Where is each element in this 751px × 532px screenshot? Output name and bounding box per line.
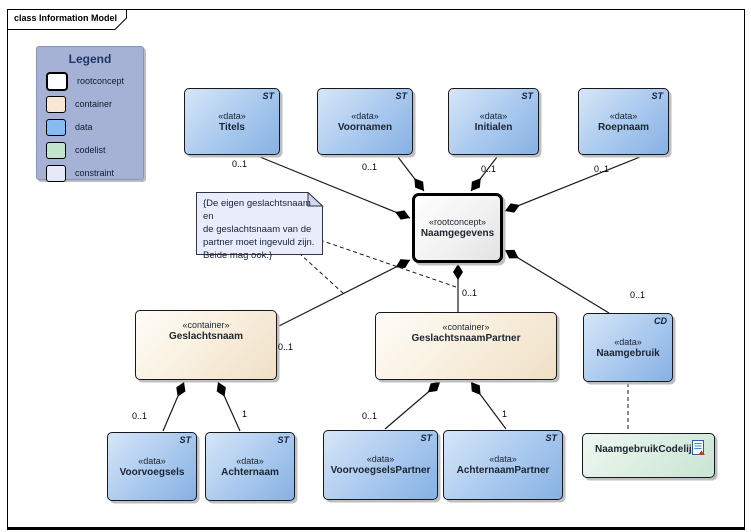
codelist-document-icon [692, 440, 705, 455]
node-stereotype: «container» [442, 322, 490, 332]
node-stereotype: «data» [489, 454, 517, 464]
node-roepnaam[interactable]: ST «data» Roepnaam [578, 88, 669, 155]
node-naamgegevens[interactable]: «rootconcept» Naamgegevens [412, 193, 503, 263]
node-name: NaamgebruikCodelijst [595, 444, 701, 455]
multiplicity-naamgebruik: 0..1 [630, 290, 646, 300]
node-geslachtsnaampartner[interactable]: «container» GeslachtsnaamPartner [375, 312, 557, 380]
node-stereotype: «data» [609, 110, 638, 121]
association-achternaampartner-geslachtsnaampartner[interactable] [470, 381, 507, 430]
legend-item-label: codelist [75, 145, 106, 155]
node-stereotype: «container» [182, 320, 230, 330]
node-name: Titels [219, 121, 245, 133]
association-geslachtsnaam-naamgegevens[interactable] [276, 259, 411, 328]
association-voorvoegselspartner-geslachtsnaampartner[interactable] [384, 381, 441, 430]
multiplicity-initialen: 0..1 [481, 164, 497, 174]
stereotype-letter-badge: ST [651, 91, 663, 101]
legend-item-label: data [75, 122, 93, 132]
node-name: GeslachtsnaamPartner [411, 333, 521, 344]
constraint-link-geslachtsnaam[interactable] [298, 252, 345, 295]
stereotype-letter-badge: CD [654, 316, 667, 326]
node-name: Geslachtsnaam [169, 331, 243, 342]
association-voornamen-naamgegevens[interactable] [397, 156, 425, 192]
legend-item-rootconcept: rootconcept [46, 71, 143, 91]
multiplicity-voorvoegselspartner: 0..1 [362, 411, 378, 421]
node-titels[interactable]: ST «data» Titels [184, 88, 280, 155]
association-titels-naamgegevens[interactable] [259, 156, 411, 220]
legend-item-constraint: constraint [46, 164, 143, 182]
node-name: Naamgegevens [420, 228, 495, 239]
node-initialen[interactable]: ST «data» Initialen [448, 88, 539, 155]
node-name: Naamgebruik [596, 347, 660, 359]
stereotype-letter-badge: ST [277, 435, 289, 445]
node-stereotype: «data» [366, 454, 395, 464]
multiplicity-titels: 0..1 [232, 159, 248, 169]
constraint-swatch [46, 164, 66, 182]
legend-item-label: constraint [75, 168, 115, 178]
stereotype-letter-badge: ST [545, 433, 557, 443]
rootconcept-swatch [46, 71, 68, 91]
legend-item-data: data [46, 118, 143, 136]
legend-item-codelist: codelist [46, 141, 143, 159]
node-stereotype: «data» [236, 455, 264, 466]
node-stereotype: «data» [138, 455, 166, 466]
multiplicity-roepnaam: 0..1 [594, 164, 610, 174]
node-stereotype: «data» [479, 110, 508, 121]
node-achternaam[interactable]: ST «data» Achternaam [205, 432, 295, 501]
node-voorvoegselspartner[interactable]: ST «data» VoorvoegselsPartner [323, 430, 438, 500]
node-name: Achternaam [221, 466, 279, 478]
node-name: AchternaamPartner [456, 465, 550, 476]
node-stereotype: «data» [218, 110, 246, 121]
node-geslachtsnaam[interactable]: «container» Geslachtsnaam [135, 310, 277, 380]
frame-tab [7, 9, 127, 30]
node-voornamen[interactable]: ST «data» Voornamen [317, 88, 413, 155]
legend-item-label: container [75, 99, 113, 109]
legend-item-label: rootconcept [77, 76, 125, 86]
codelist-swatch [46, 141, 66, 159]
container-swatch [46, 95, 66, 113]
diagram-frame [7, 9, 745, 530]
multiplicity-geslachtsnaampartner: 0..1 [462, 288, 478, 298]
node-achternaampartner[interactable]: ST «data» AchternaamPartner [443, 430, 563, 500]
node-naamgebruik[interactable]: CD «data» Naamgebruik [583, 313, 673, 382]
node-stereotype: «rootconcept» [428, 217, 487, 227]
multiplicity-geslachtsnaam: 0..1 [278, 342, 294, 352]
stereotype-letter-badge: ST [179, 435, 191, 445]
legend-title: Legend [68, 52, 112, 66]
stereotype-letter-badge: ST [521, 91, 533, 101]
association-voorvoegsels-geslachtsnaam[interactable] [162, 381, 186, 432]
node-naamgebruikcodelijst[interactable]: NaamgebruikCodelijst [582, 433, 715, 478]
node-name: VoorvoegselsPartner [330, 465, 431, 476]
association-naamgebruik-naamgegevens[interactable] [504, 249, 610, 314]
association-initialen-naamgegevens[interactable] [470, 156, 498, 192]
node-voorvoegsels[interactable]: ST «data» Voorvoegsels [107, 432, 197, 501]
multiplicity-voorvoegsels: 0..1 [132, 411, 148, 421]
stereotype-letter-badge: ST [420, 433, 432, 443]
constraint-note-text: {De eigen geslachtsnaam en de geslachtsn… [203, 198, 315, 261]
node-stereotype: «data» [351, 110, 379, 121]
multiplicity-achternaam: 1 [242, 409, 248, 419]
node-name: Roepnaam [597, 121, 650, 133]
node-name: Voorvoegsels [119, 466, 185, 478]
association-achternaam-geslachtsnaam[interactable] [216, 381, 241, 432]
data-swatch [46, 118, 66, 136]
legend-item-container: container [46, 95, 143, 113]
multiplicity-achternaampartner: 1 [502, 409, 508, 419]
legend: Legend rootconcept container data codeli… [36, 46, 144, 182]
constraint-note[interactable] [196, 192, 324, 256]
node-name: Initialen [474, 121, 513, 133]
frame-title: class Information Model [14, 13, 118, 23]
multiplicity-voornamen: 0..1 [362, 162, 378, 172]
stereotype-letter-badge: ST [262, 91, 274, 101]
node-stereotype: «data» [614, 336, 642, 347]
association-roepnaam-naamgegevens[interactable] [504, 156, 641, 213]
constraint-link-geslachtsnaampartner[interactable] [319, 239, 457, 288]
node-name: Voornamen [337, 121, 393, 133]
stereotype-letter-badge: ST [395, 91, 407, 101]
